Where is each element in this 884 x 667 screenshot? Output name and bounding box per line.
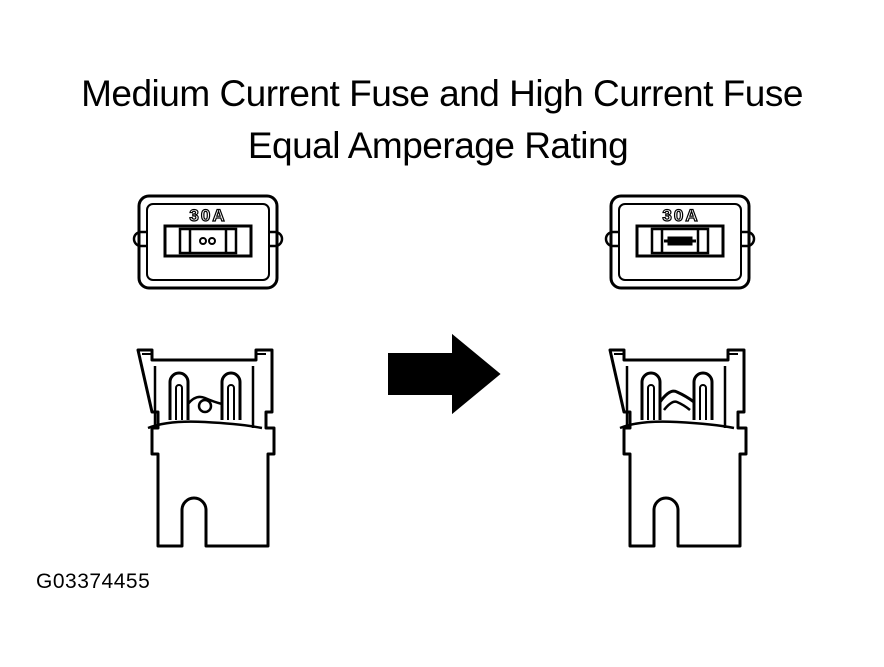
right-arrow-icon: [388, 333, 501, 415]
medium-fuse-top-view: [132, 194, 284, 290]
title-line-2: Equal Amperage Rating: [247, 125, 629, 166]
figure-code: G03374455: [36, 570, 151, 593]
title-line-1: Medium Current Fuse and High Current Fus…: [81, 73, 803, 114]
high-fuse-top-view: [604, 194, 756, 290]
diagram-title: Medium Current Fuse and High Current Fus…: [0, 68, 884, 172]
high-fuse-side-view: [608, 348, 748, 548]
medium-fuse-side-view: [136, 348, 276, 548]
medium-fuse-rating-label: 30A: [189, 206, 226, 225]
high-fuse-rating-label: 30A: [662, 206, 699, 225]
